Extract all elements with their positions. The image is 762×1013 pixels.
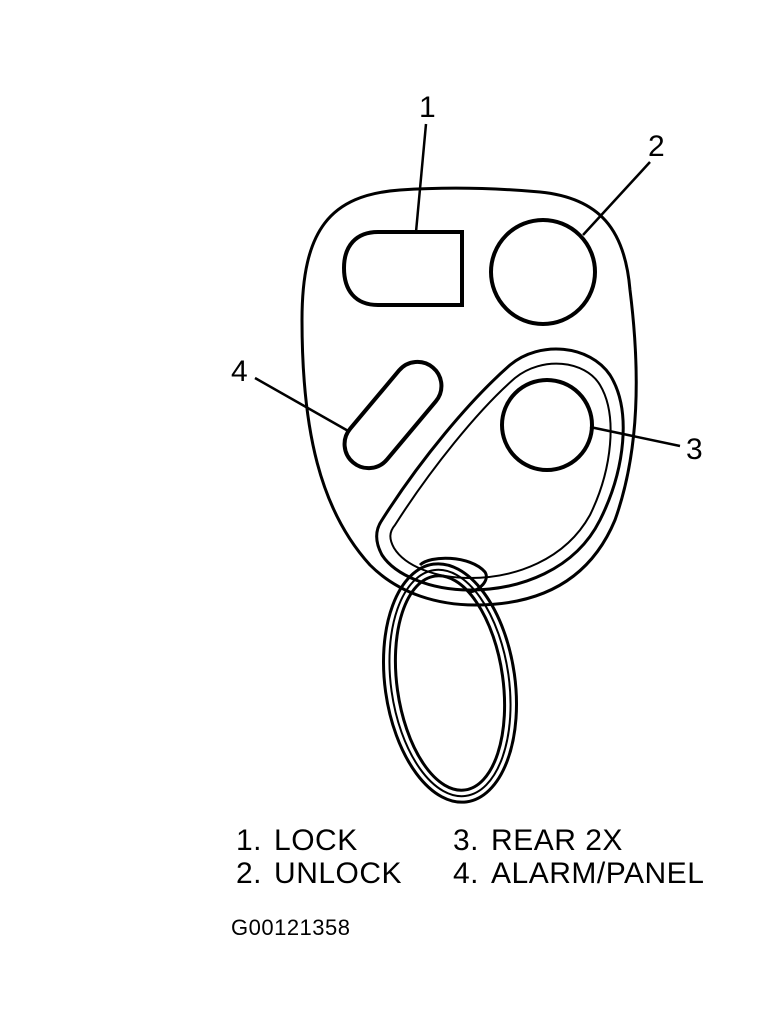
legend-label-3: REAR 2X [491, 824, 623, 857]
legend-label-1: LOCK [274, 824, 358, 857]
leader-line-3 [589, 425, 681, 448]
fob-ring-loop-inner [389, 362, 612, 580]
callout-1: 1 [419, 91, 436, 124]
leader-line-4 [254, 376, 351, 434]
alarm-panel-button[interactable] [335, 352, 451, 478]
legend-num-2: 2. [236, 857, 263, 890]
callout-4: 4 [231, 355, 248, 388]
legend-item-4: 4. ALARM/PANEL [453, 857, 704, 891]
fob-ring-loop [375, 347, 625, 592]
legend-num-3: 3. [453, 824, 480, 857]
fob-body [300, 186, 638, 607]
leader-line-2 [582, 161, 651, 236]
lock-button[interactable] [341, 230, 464, 307]
legend-label-4: ALARM/PANEL [491, 857, 705, 890]
legend-item-1: 1. LOCK [236, 824, 358, 858]
callout-2: 2 [648, 130, 665, 163]
rear-2x-button[interactable] [500, 378, 594, 472]
callout-3: 3 [686, 433, 703, 466]
key-ring [382, 562, 518, 804]
legend-num-4: 4. [453, 857, 480, 890]
legend-item-2: 2. UNLOCK [236, 857, 402, 891]
legend-label-2: UNLOCK [274, 857, 403, 890]
legend-num-1: 1. [236, 824, 263, 857]
leader-line-1 [414, 123, 428, 233]
figure-id: G00121358 [231, 915, 351, 940]
unlock-button[interactable] [489, 218, 597, 326]
legend-item-3: 3. REAR 2X [453, 824, 623, 858]
